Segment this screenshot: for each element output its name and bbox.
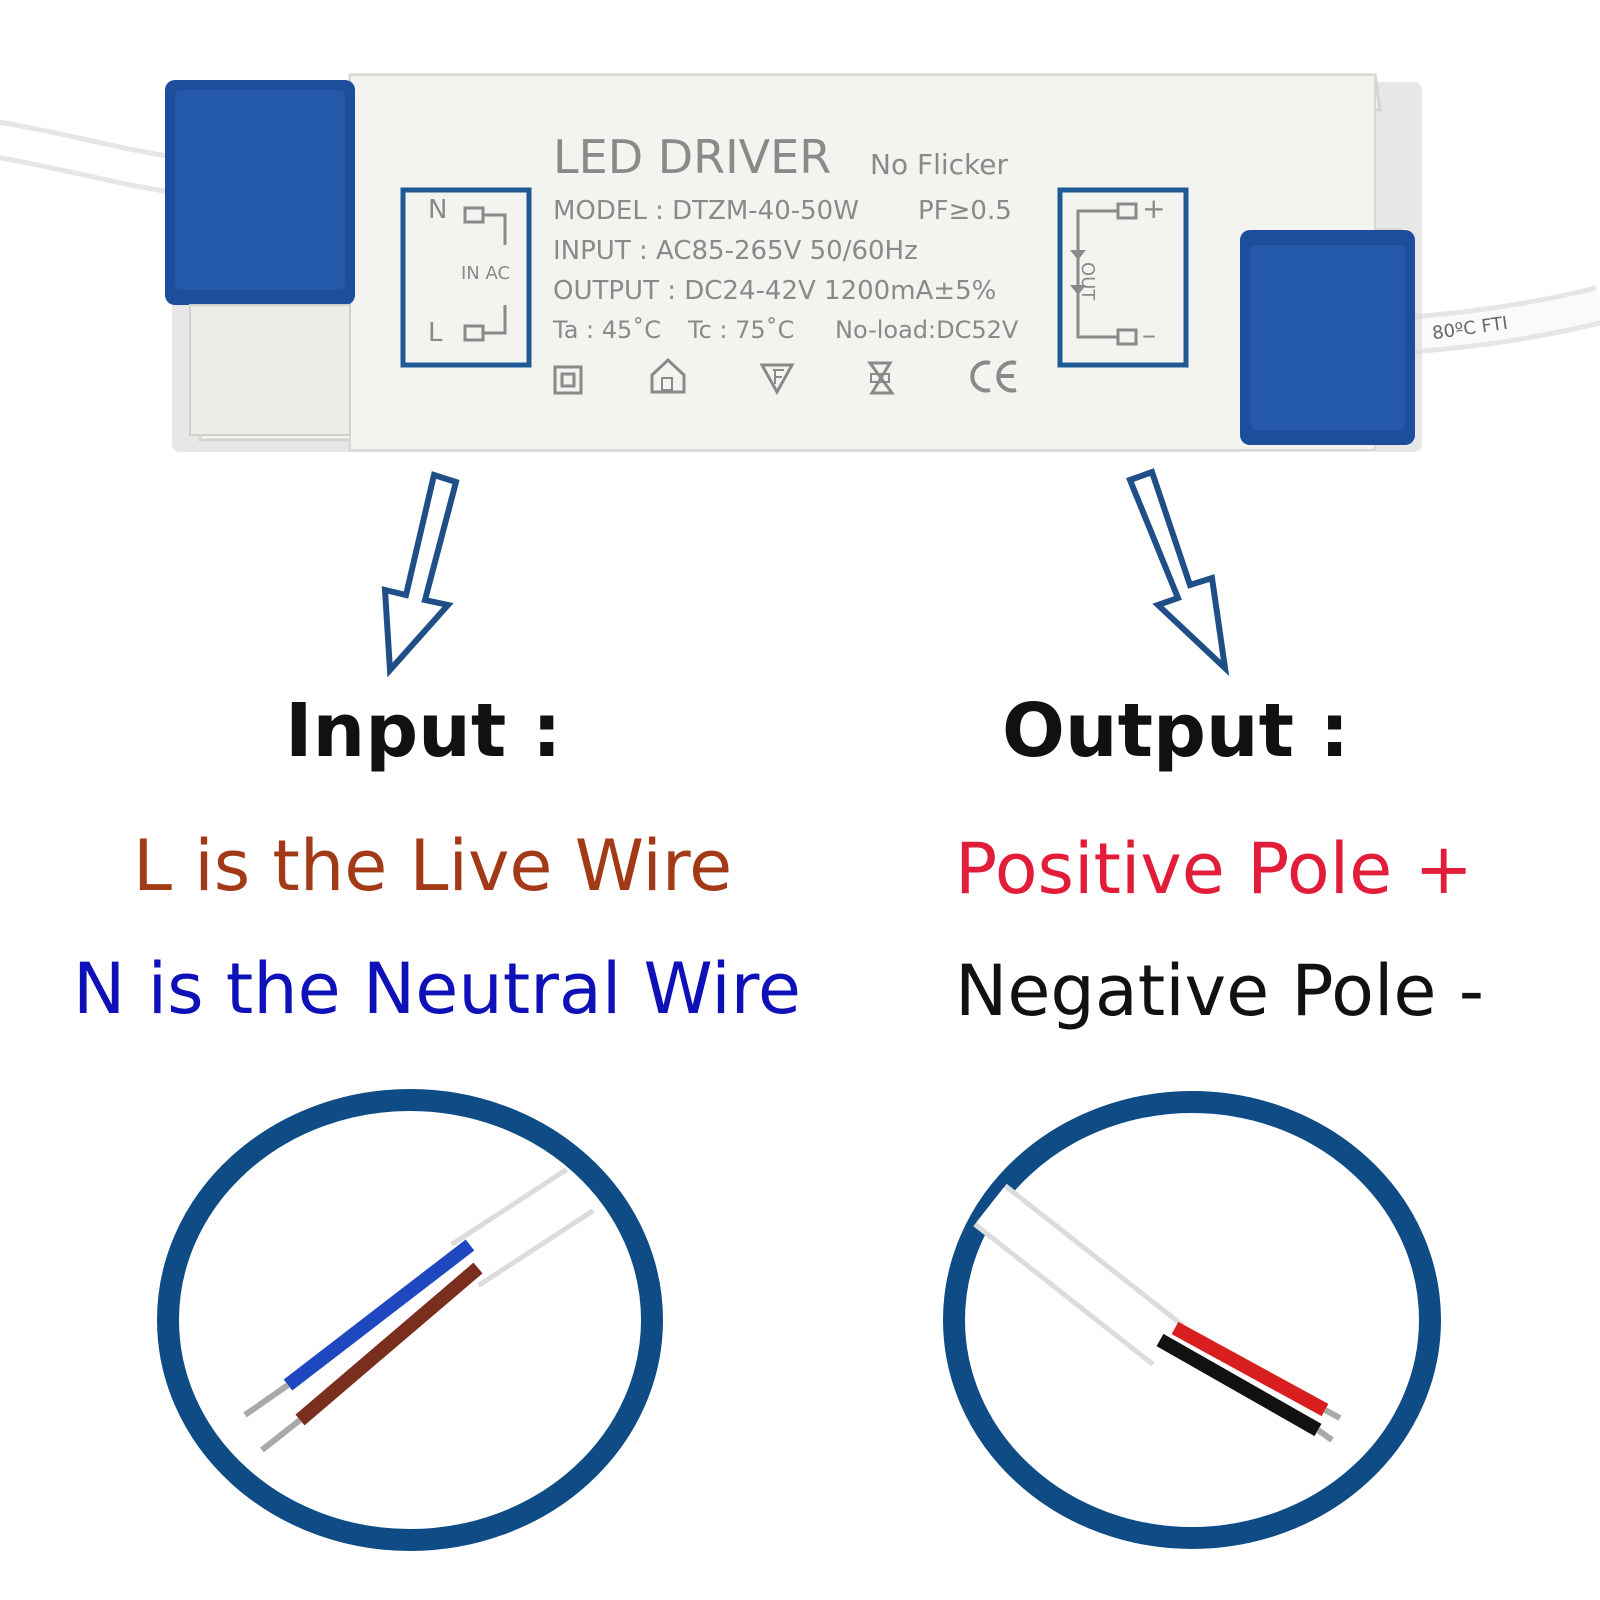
input-spec: INPUT : AC85-265V 50/60Hz	[553, 236, 918, 266]
output-label: OUT	[1077, 262, 1098, 301]
ce-mark-icon	[970, 360, 1017, 393]
input-wire-closeup	[157, 1089, 663, 1551]
down-arrow-icon	[381, 471, 460, 678]
positive-wire	[1171, 1321, 1329, 1417]
negative-pole-caption: Negative Pole -	[955, 950, 1484, 1032]
neutral-terminal-label: N	[428, 195, 448, 225]
indoor-use-icon	[650, 357, 686, 394]
ta-spec: Ta : 45˚C	[553, 316, 662, 344]
input-terminal-box	[400, 187, 532, 368]
output-wire-closeup	[943, 1091, 1441, 1549]
negative-wire	[1156, 1333, 1322, 1437]
model-spec: MODEL : DTZM-40-50W	[553, 196, 859, 226]
down-arrow-icon	[1126, 468, 1230, 677]
live-wire-caption: L is the Live Wire	[133, 825, 733, 907]
led-driver-illustration	[0, 73, 1600, 452]
pf-spec: PF≥0.5	[918, 196, 1012, 226]
arrows	[381, 468, 1230, 678]
input-ac-label: IN AC	[461, 263, 511, 284]
double-insulation-icon	[553, 365, 583, 395]
led-symbol-icon	[1070, 250, 1086, 295]
neutral-wire	[283, 1239, 475, 1391]
noload-spec: No-load:DC52V	[835, 316, 1019, 344]
output-heading: Output :	[1002, 688, 1350, 774]
output-terminal-box	[1057, 187, 1189, 368]
positive-pole-caption: Positive Pole +	[955, 828, 1474, 910]
f-mark-icon	[759, 363, 795, 396]
live-terminal-label: L	[428, 318, 443, 348]
tc-spec: Tc : 75˚C	[688, 316, 795, 344]
driver-title: LED DRIVER	[553, 130, 832, 184]
driver-subtitle: No Flicker	[870, 148, 1008, 181]
positive-terminal-label: +	[1142, 192, 1166, 225]
input-heading: Input :	[285, 688, 562, 774]
live-wire	[295, 1262, 483, 1426]
safety-transformer-icon	[867, 361, 895, 395]
wire-closeups	[157, 1089, 1441, 1551]
neutral-wire-caption: N is the Neutral Wire	[73, 948, 801, 1030]
output-spec: OUTPUT : DC24-42V 1200mA±5%	[553, 276, 997, 306]
negative-terminal-label: –	[1142, 318, 1156, 351]
